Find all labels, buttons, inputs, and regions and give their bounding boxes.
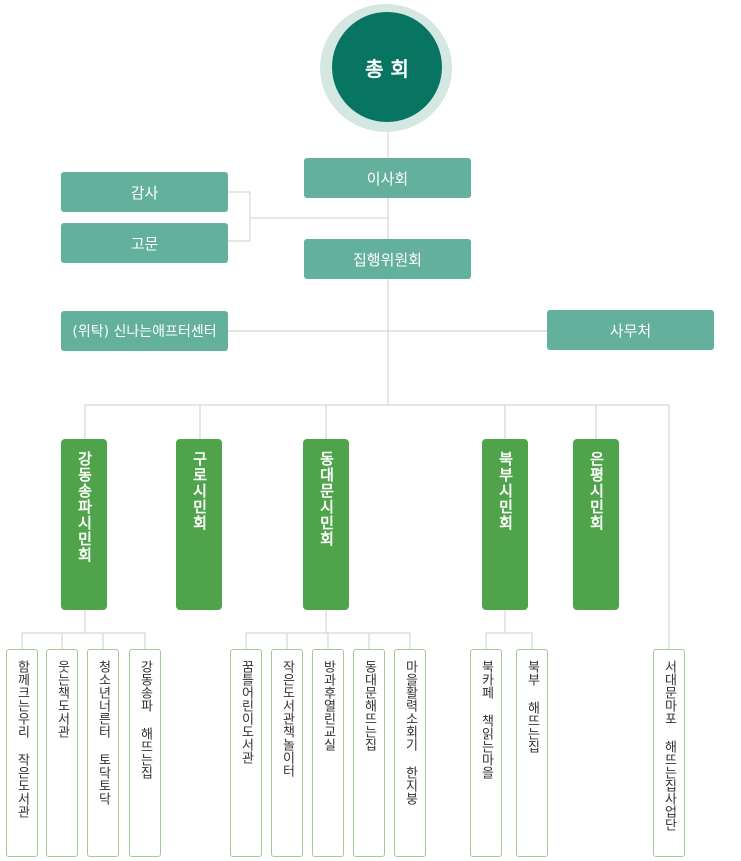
branch-label: 북부시민회 (496, 451, 515, 531)
advisor-label: 고문 (130, 234, 159, 253)
standalone-label: 서대문마포 해뜨는집사업단 (661, 660, 677, 831)
consigned-label: (위탁) 신나는애프터센터 (72, 324, 217, 340)
branch-label: 강동송파시민회 (75, 451, 94, 563)
leaf-node[interactable]: 강동송파 해뜨는집 (129, 649, 161, 857)
leaf-node[interactable]: 청소년너른터 토닥토닥 (87, 649, 119, 857)
branch-label: 동대문시민회 (317, 451, 336, 547)
branch-bukbu[interactable]: 북부시민회 (482, 439, 528, 610)
root-label: 총 회 (365, 56, 409, 81)
executive-node[interactable]: 집행위원회 (304, 239, 471, 279)
board-node[interactable]: 이사회 (304, 158, 471, 198)
leaf-node[interactable]: 꿈틀어린이도서관 (230, 649, 262, 857)
leaf-label: 북부 해뜨는집 (524, 660, 540, 753)
leaf-label: 북카페 책읽는마을 (478, 660, 494, 779)
leaf-label: 작은도서관책놀이터 (279, 660, 295, 777)
branch-eunpyeong[interactable]: 은평시민회 (573, 439, 619, 610)
consigned-node[interactable]: (위탁) 신나는애프터센터 (61, 311, 228, 351)
standalone-node[interactable]: 서대문마포 해뜨는집사업단 (653, 649, 685, 857)
leaf-label: 청소년너른터 토닥토닥 (95, 660, 111, 805)
leaf-node[interactable]: 북카페 책읽는마을 (470, 649, 502, 857)
executive-label: 집행위원회 (352, 250, 422, 269)
branch-label: 은평시민회 (587, 451, 606, 531)
root-node[interactable]: 총 회 (332, 12, 442, 122)
leaf-node[interactable]: 방과후열린교실 (312, 649, 344, 857)
office-node[interactable]: 사무처 (547, 310, 714, 350)
leaf-node[interactable]: 북부 해뜨는집 (516, 649, 548, 857)
branch-dongdaemun[interactable]: 동대문시민회 (303, 439, 349, 610)
leaf-label: 함께크는우리 작은도서관 (14, 660, 30, 818)
leaf-label: 동대문해뜨는집 (361, 660, 377, 751)
leaf-label: 꿈틀어린이도서관 (238, 660, 254, 764)
branch-guro[interactable]: 구로시민회 (176, 439, 222, 610)
branch-label: 구로시민회 (190, 451, 209, 531)
office-label: 사무처 (609, 321, 652, 340)
leaf-label: 방과후열린교실 (320, 660, 336, 751)
leaf-label: 강동송파 해뜨는집 (137, 660, 153, 779)
leaf-label: 웃는책도서관 (54, 660, 70, 738)
branch-gangdong-songpa[interactable]: 강동송파시민회 (61, 439, 107, 610)
leaf-node[interactable]: 동대문해뜨는집 (353, 649, 385, 857)
leaf-node[interactable]: 웃는책도서관 (46, 649, 78, 857)
leaf-node[interactable]: 마을활력소회기 한지붕 (394, 649, 426, 857)
board-label: 이사회 (366, 169, 409, 188)
advisor-node[interactable]: 고문 (61, 223, 228, 263)
leaf-label: 마을활력소회기 한지붕 (402, 660, 418, 805)
leaf-node[interactable]: 작은도서관책놀이터 (271, 649, 303, 857)
auditor-node[interactable]: 감사 (61, 172, 228, 212)
leaf-node[interactable]: 함께크는우리 작은도서관 (6, 649, 38, 857)
auditor-label: 감사 (130, 183, 159, 202)
